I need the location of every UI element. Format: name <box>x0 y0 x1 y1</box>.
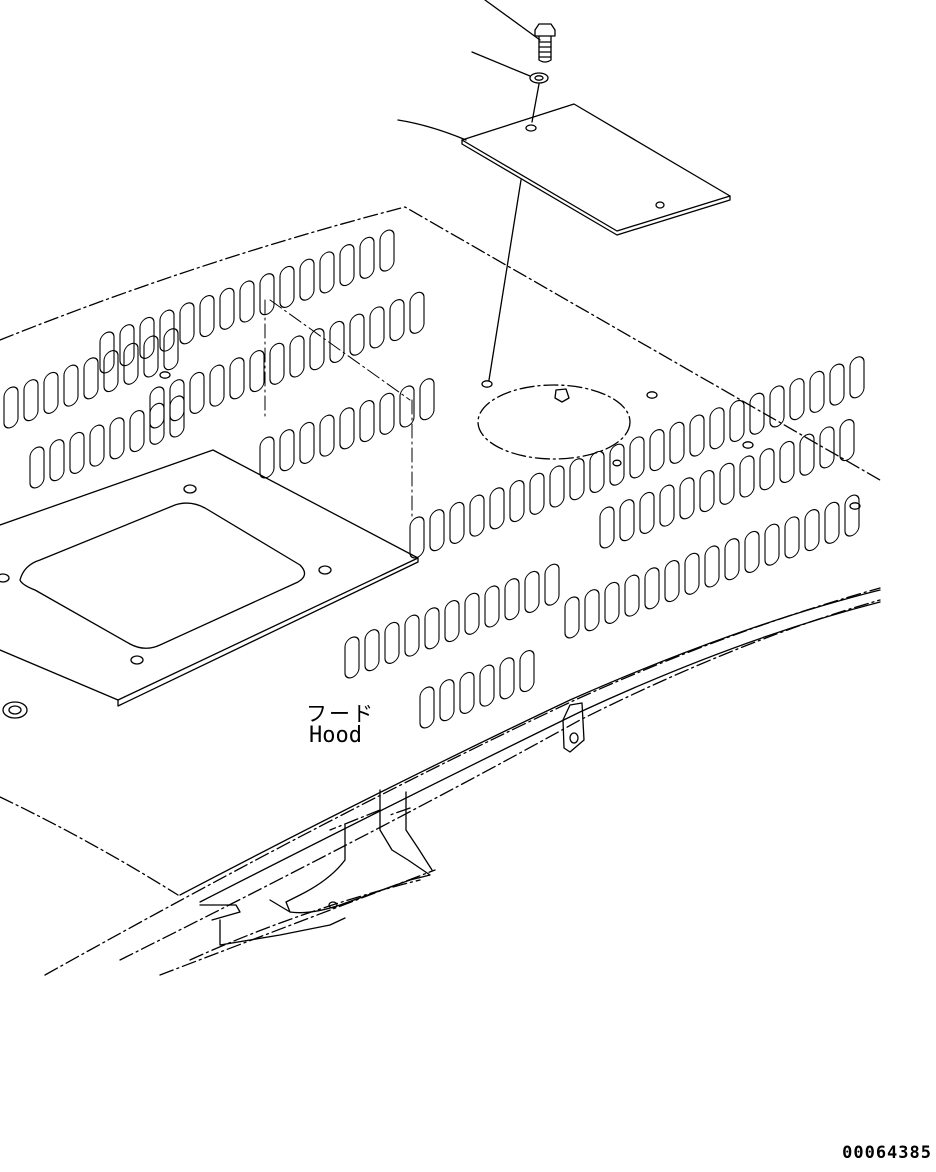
hood-outline <box>0 206 881 976</box>
leader-line-bolt <box>484 0 541 41</box>
leader-line-plate <box>397 119 467 141</box>
hood-mounting-holes <box>2 371 861 719</box>
opening-tab <box>554 388 570 403</box>
cover-plate <box>461 103 731 236</box>
hood-front-edge <box>179 589 881 903</box>
front-skirt <box>159 869 436 976</box>
leader-lines <box>397 0 541 141</box>
louver-grill-right <box>409 356 865 639</box>
hidden-frame-lines <box>264 299 413 521</box>
washer <box>529 72 549 84</box>
part-label-japanese: フード <box>306 702 375 726</box>
louver-grill-lower <box>344 563 560 729</box>
inspection-panel <box>0 449 419 707</box>
leader-line-washer <box>471 51 531 77</box>
lower-support-frame <box>199 789 433 946</box>
circular-access-opening <box>477 384 631 460</box>
plate-to-hood-axis <box>488 179 522 381</box>
figure-number: 00064385 <box>842 1143 932 1163</box>
louver-grill-upper <box>99 229 435 479</box>
part-label-english: Hood <box>309 723 362 748</box>
bolt-hole-target <box>481 380 493 388</box>
hinge-bracket <box>562 702 585 753</box>
bolt <box>534 23 556 63</box>
bolt-axis-line <box>531 83 540 123</box>
louver-grill-left <box>3 328 185 489</box>
